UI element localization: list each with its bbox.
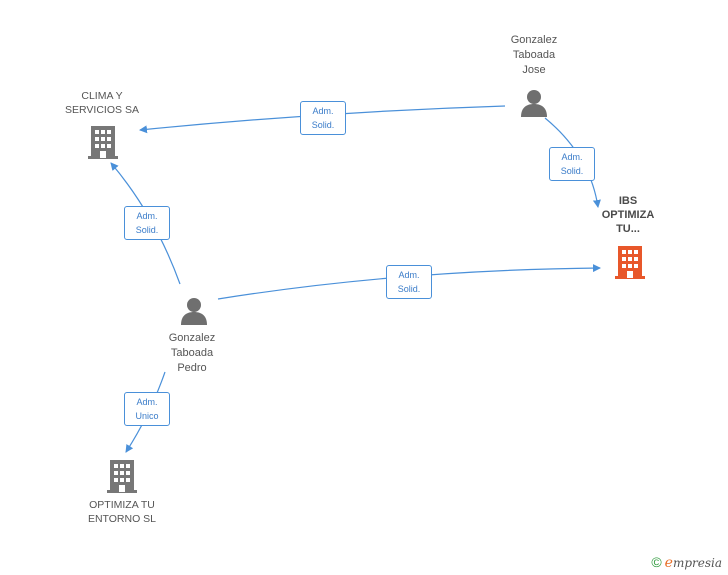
brand-logo[interactable]: empresia — [664, 555, 722, 571]
edge-label-line: Adm. — [312, 106, 334, 116]
edge-label-line: Solid. — [397, 284, 421, 294]
edge-label-pedro-clima[interactable]: Adm. Solid. — [124, 206, 170, 240]
person-icon[interactable] — [519, 88, 549, 118]
edge-label-jose-clima[interactable]: Adm. Solid. — [300, 101, 346, 135]
brand-name: mpresia — [672, 556, 722, 570]
node-label-optimiza-tu-entorno[interactable]: OPTIMIZA TU ENTORNO SL — [70, 498, 174, 526]
node-label-line: OPTIMIZA TU — [89, 499, 155, 511]
edges-layer — [110, 105, 601, 453]
building-icon[interactable] — [614, 244, 646, 280]
edge-label-line: Solid. — [560, 166, 584, 176]
copyright-icon: © — [651, 554, 662, 570]
node-label-line: CLIMA Y — [81, 90, 123, 102]
node-label-line: SERVICIOS SA — [65, 104, 139, 116]
edge-label-pedro-optimiza[interactable]: Adm. Unico — [124, 392, 170, 426]
node-label-line: Jose — [522, 64, 546, 76]
edge-label-jose-ibs[interactable]: Adm. Solid. — [549, 147, 595, 181]
node-label-clima-y-servicios[interactable]: CLIMA Y SERVICIOS SA — [52, 89, 152, 117]
edge-label-line: Adm. — [136, 397, 158, 407]
edge-label-line: Unico — [135, 411, 159, 421]
node-label-line: Gonzalez — [510, 34, 558, 46]
brand-initial: e — [664, 555, 673, 571]
edge-label-line: Solid. — [311, 120, 335, 130]
copyright-footer: ©empresia — [651, 554, 722, 571]
node-label-line: ENTORNO SL — [87, 513, 157, 525]
edge-label-line: Adm. — [398, 270, 420, 280]
node-label-line: IBS — [618, 195, 638, 207]
person-icon[interactable] — [179, 296, 209, 326]
edge-label-line: Solid. — [135, 225, 159, 235]
node-label-gonzalez-taboada-pedro[interactable]: Gonzalez Taboada Pedro — [150, 331, 234, 376]
node-label-line: Taboada — [170, 347, 214, 359]
node-label-line: OPTIMIZA — [601, 209, 655, 221]
edge-label-line: Adm. — [561, 152, 583, 162]
building-icon[interactable] — [106, 458, 138, 494]
node-label-line: Gonzalez — [168, 332, 216, 344]
edge-label-pedro-ibs[interactable]: Adm. Solid. — [386, 265, 432, 299]
node-label-line: Taboada — [512, 49, 556, 61]
edge-label-line: Adm. — [136, 211, 158, 221]
building-icon[interactable] — [87, 124, 119, 160]
node-label-line: TU... — [616, 223, 640, 235]
node-label-gonzalez-taboada-jose[interactable]: Gonzalez Taboada Jose — [492, 33, 576, 78]
node-label-ibs-optimiza[interactable]: IBS OPTIMIZA TU... — [598, 194, 658, 236]
node-label-line: Pedro — [177, 362, 207, 374]
